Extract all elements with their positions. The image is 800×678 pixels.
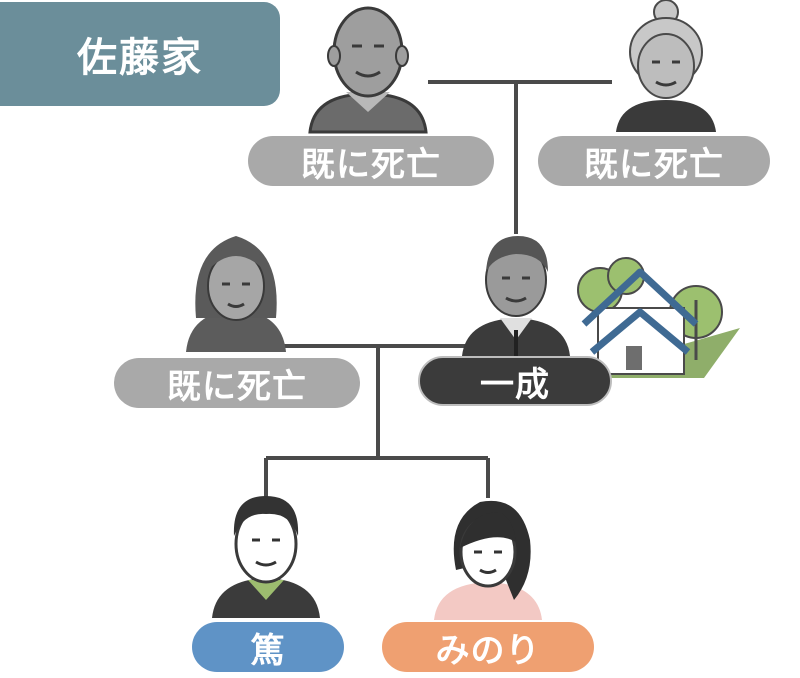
connector-lines [264, 80, 612, 498]
house-icon [566, 257, 740, 378]
grandfather-avatar [308, 6, 428, 134]
grandmother-label: 既に死亡 [538, 136, 770, 186]
father-avatar [462, 236, 570, 356]
son-avatar [212, 496, 320, 618]
mother-label: 既に死亡 [114, 358, 360, 408]
daughter-avatar [434, 500, 542, 620]
grandfather-label: 既に死亡 [248, 136, 494, 186]
family-name: 佐藤家 [77, 35, 203, 81]
mother-avatar [186, 236, 286, 352]
father-label: 一成 [418, 356, 612, 406]
son-label: 篤 [192, 622, 344, 672]
daughter-label: みのり [382, 622, 594, 672]
family-name-tag: 佐藤家 [0, 2, 280, 106]
grandmother-avatar [616, 0, 716, 132]
